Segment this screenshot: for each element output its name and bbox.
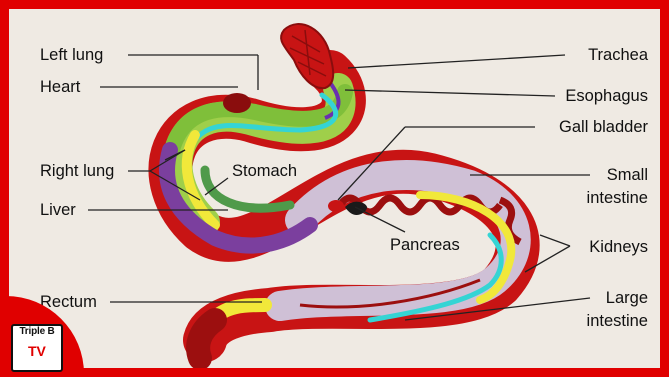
label-kidneys: Kidneys [589,238,648,256]
label-large-intestine-line1: Large [606,289,648,307]
channel-logo: Triple B TV [0,296,84,377]
snake-anatomy-diagram: Left lung Heart Right lung Liver Stomach… [9,9,660,368]
logo-text: Triple B [4,326,70,337]
label-large-intestine-line2: intestine [587,312,648,330]
label-gall-bladder: Gall bladder [559,118,648,136]
label-heart: Heart [40,78,81,96]
label-small-intestine-line1: Small [607,166,648,184]
label-trachea: Trachea [588,46,649,64]
label-pancreas: Pancreas [390,236,460,254]
label-esophagus: Esophagus [565,87,648,105]
logo-tv-text: TV [28,343,46,359]
label-stomach: Stomach [232,162,297,180]
label-small-intestine-line2: intestine [587,189,648,207]
label-left-lung: Left lung [40,46,103,64]
heart [223,93,251,113]
label-liver: Liver [40,201,76,219]
label-right-lung: Right lung [40,162,114,180]
gall-bladder [328,200,344,212]
